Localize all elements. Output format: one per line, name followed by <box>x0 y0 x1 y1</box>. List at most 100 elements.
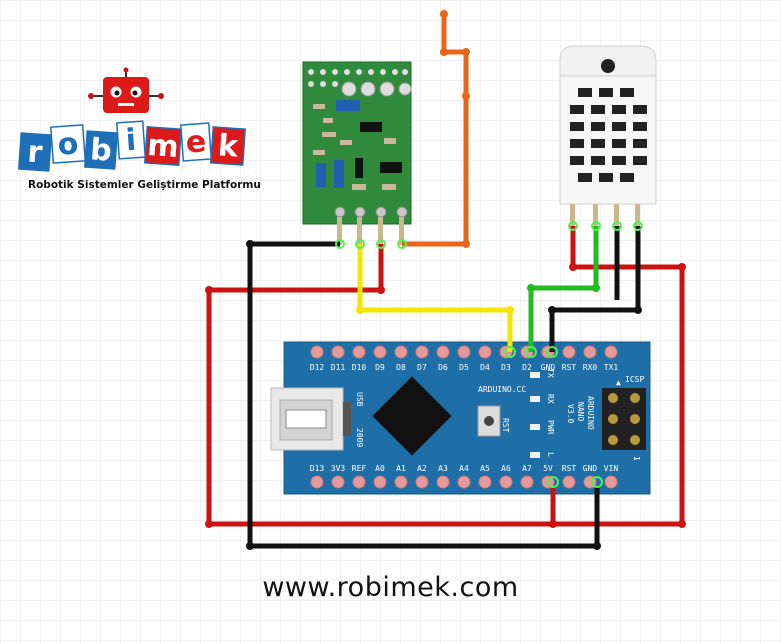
logo-letter-text: k <box>217 128 240 164</box>
logo-letter-text: b <box>89 132 113 168</box>
logo-letter: b <box>83 130 119 170</box>
pin-tx1 <box>604 345 618 359</box>
grille-slot <box>578 88 592 97</box>
dht22-sensor <box>559 45 657 230</box>
pin-label: RST <box>562 363 577 372</box>
grille-slot <box>612 122 626 131</box>
icsp-label: ICSP <box>625 375 644 384</box>
pin-d5 <box>457 345 471 359</box>
led-label-tx: TX <box>546 368 555 378</box>
grille-slot <box>620 88 634 97</box>
pin-label: REF <box>352 464 367 473</box>
grille-slot <box>570 156 584 165</box>
pin-label: A7 <box>522 464 532 473</box>
board-name-line1: ARDUINO <box>586 396 595 430</box>
grille-slot <box>612 156 626 165</box>
pin-label: A1 <box>396 464 406 473</box>
grille-slot <box>591 156 605 165</box>
grille-slot <box>620 173 634 182</box>
pin-rst <box>562 475 576 489</box>
pin-rx0 <box>583 345 597 359</box>
pin-d11 <box>331 345 345 359</box>
pin-label: D4 <box>480 363 490 372</box>
logo-letter: e <box>179 122 213 162</box>
pin-label: D5 <box>459 363 469 372</box>
dht-grille <box>570 88 647 182</box>
logo-letter: r <box>17 132 53 172</box>
wires <box>205 10 686 550</box>
logo-letter: i <box>115 120 147 160</box>
pin-label: D13 <box>310 464 325 473</box>
website-url: www.robimek.com <box>262 572 519 603</box>
pin-d9 <box>373 345 387 359</box>
pin-a6 <box>499 475 513 489</box>
pin-label: GND <box>541 363 556 372</box>
status-leds <box>530 372 540 458</box>
led-label-pwr: PWR <box>546 420 555 435</box>
module-pins <box>334 206 408 245</box>
pin-a2 <box>415 475 429 489</box>
pin-a3 <box>436 475 450 489</box>
grille-slot <box>633 105 647 114</box>
pin-label: A4 <box>459 464 469 473</box>
pin-label: D3 <box>501 363 511 372</box>
rst-label: RST <box>501 418 510 433</box>
pin-rst <box>562 345 576 359</box>
pin-label: A6 <box>501 464 511 473</box>
pin-ref <box>352 475 366 489</box>
logo-letter-text: e <box>185 124 208 160</box>
wire-red-5v <box>206 244 556 527</box>
mcu-chip <box>372 376 452 456</box>
grille-slot <box>591 122 605 131</box>
usb-connector <box>270 387 351 451</box>
pin-d12 <box>310 345 324 359</box>
pin-a1 <box>394 475 408 489</box>
board-name-line2: NANO <box>576 402 585 421</box>
wire-yellow-d3 <box>357 244 513 352</box>
pin-label: GND <box>583 464 598 473</box>
pin-label: A0 <box>375 464 385 473</box>
green-sensor-module <box>302 61 412 245</box>
module-screw-terminals <box>341 81 412 97</box>
pin-d10 <box>352 345 366 359</box>
pin-label: D10 <box>352 363 367 372</box>
pin-label: 3V3 <box>331 464 346 473</box>
grille-slot <box>612 139 626 148</box>
pin-label: A5 <box>480 464 490 473</box>
reset-button <box>477 405 501 437</box>
arduino-nano-board: USB 2009 RST ARDUINO.CC TX RX PWR L ARDU… <box>270 341 651 495</box>
grille-slot <box>633 139 647 148</box>
pin-label: D8 <box>396 363 406 372</box>
module-top-holes <box>308 69 408 87</box>
pin-label: TX1 <box>604 363 619 372</box>
icsp-pin1-label: 1 <box>632 456 641 461</box>
pin-a4 <box>457 475 471 489</box>
grille-slot <box>570 122 584 131</box>
pin-a0 <box>373 475 387 489</box>
connection-highlights <box>335 221 643 488</box>
grille-slot <box>599 88 613 97</box>
pin-a7 <box>520 475 534 489</box>
grille-slot <box>591 105 605 114</box>
grille-slot <box>570 105 584 114</box>
icsp-header <box>602 388 646 450</box>
logo-letter: o <box>49 124 87 164</box>
pin-d6 <box>436 345 450 359</box>
board-name-line3: V3.0 <box>566 404 575 423</box>
pin-label: D7 <box>417 363 427 372</box>
brand-label: ARDUINO.CC <box>478 385 526 394</box>
pin-label: A2 <box>417 464 427 473</box>
pin-a5 <box>478 475 492 489</box>
grille-slot <box>599 173 613 182</box>
pin-label: RST <box>562 464 577 473</box>
icsp-arrow-icon: ▲ <box>616 378 621 387</box>
grille-slot <box>570 139 584 148</box>
pin-label: D6 <box>438 363 448 372</box>
pin-label: VIN <box>604 464 619 473</box>
logo-letter-text: o <box>57 126 80 162</box>
grille-slot <box>612 105 626 114</box>
